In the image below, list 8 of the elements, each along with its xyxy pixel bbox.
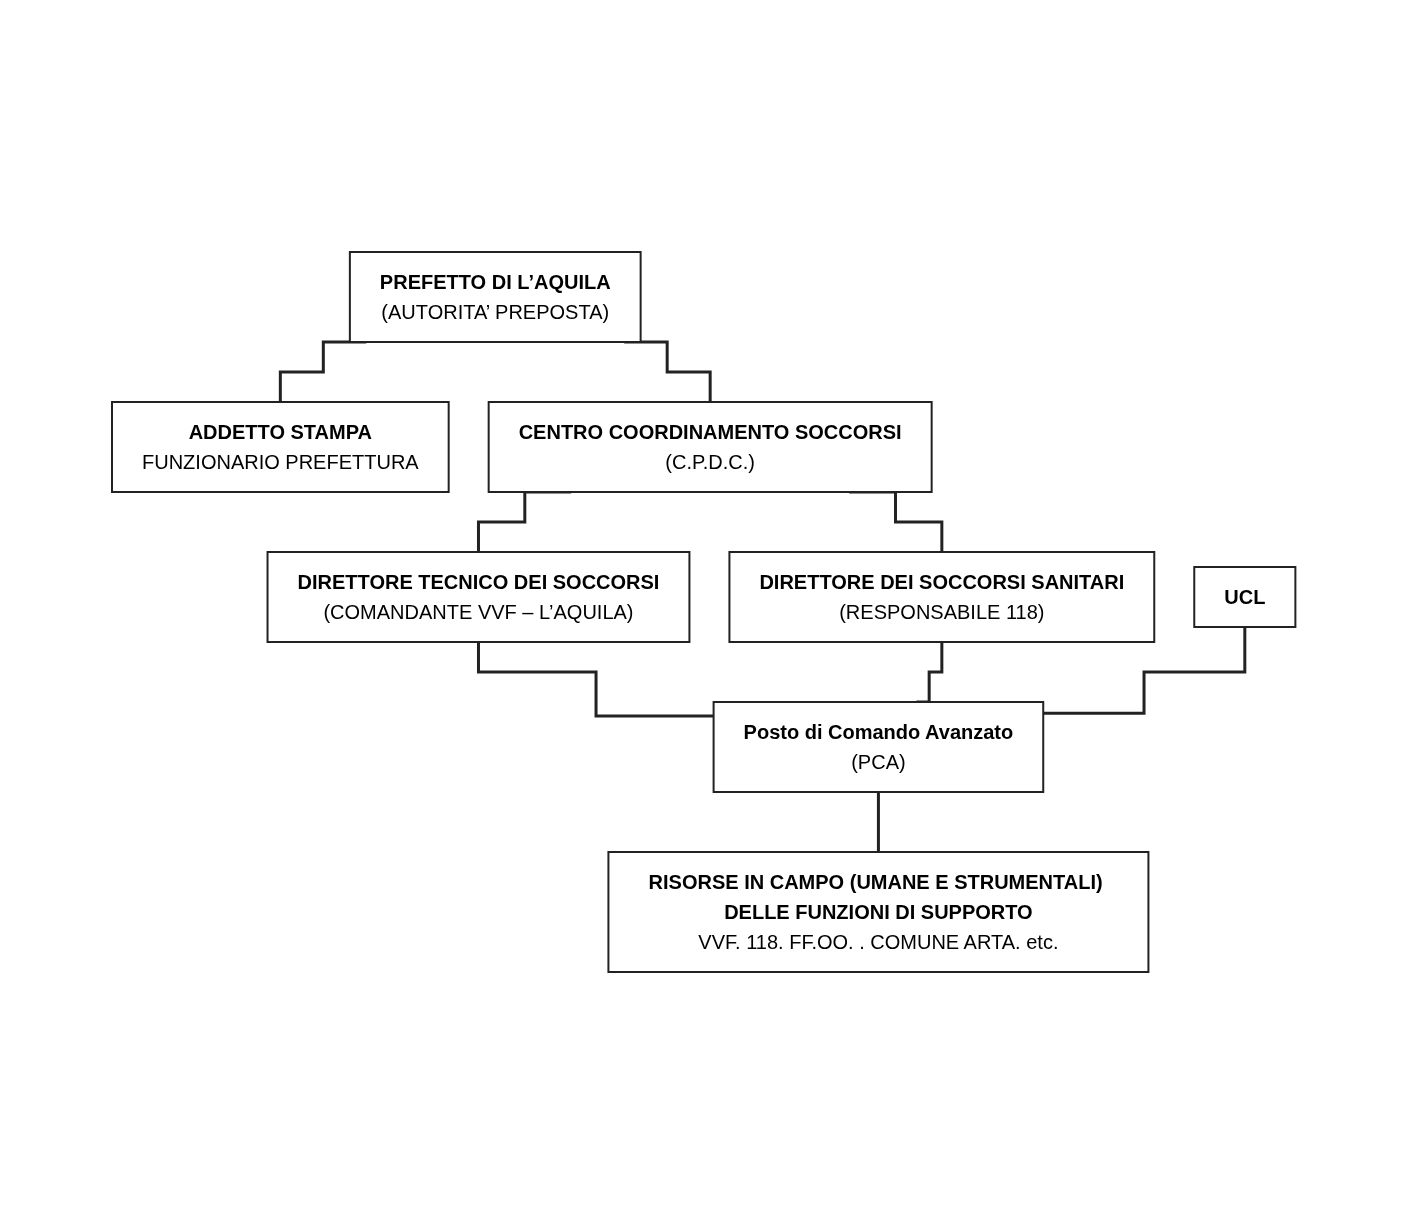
node-box: CENTRO COORDINAMENTO SOCCORSI (C.P.D.C.) <box>487 401 933 493</box>
node-box: Posto di Comando Avanzato (PCA) <box>712 701 1045 793</box>
node-box: ADDETTO STAMPA FUNZIONARIO PREFETTURA <box>110 401 450 493</box>
node-box: UCL <box>1193 566 1297 628</box>
node-box: PREFETTO DI L’AQUILA (AUTORITA’ PREPOSTA) <box>348 251 642 343</box>
node-box: RISORSE IN CAMPO (UMANE E STRUMENTALI) DELLE FUNZIONI DI SUPPORTO VVF. 118. FF.OO. . COMUNE ARTA. etc. <box>607 851 1150 973</box>
node-box: DIRETTORE TECNICO DEI SOCCORSI (COMANDANTE VVF – L’AQUILA) <box>266 551 691 643</box>
node-box: DIRETTORE DEI SOCCORSI SANITARI (RESPONSABILE 118) <box>728 551 1156 643</box>
